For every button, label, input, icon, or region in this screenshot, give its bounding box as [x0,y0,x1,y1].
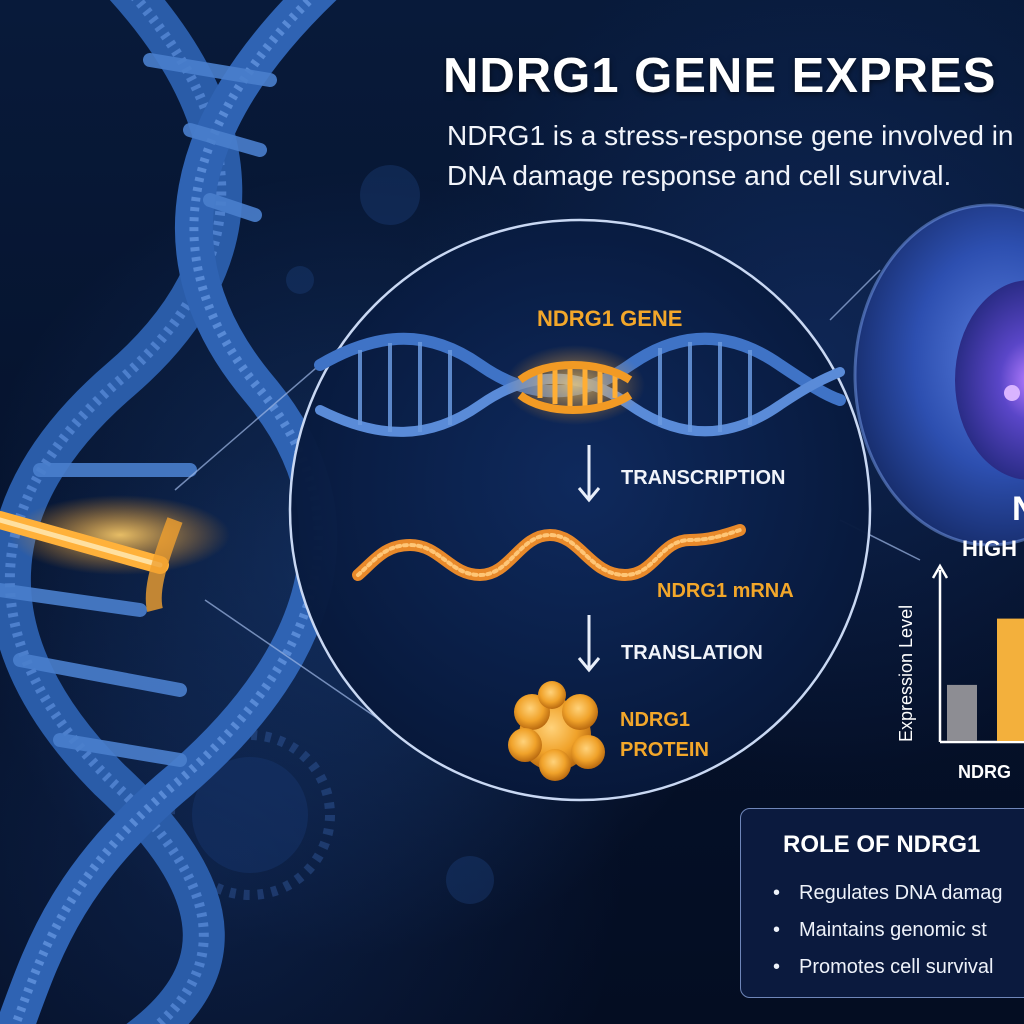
arrow-down-icon [577,445,601,503]
page-subtitle: NDRG1 is a stress-response gene involved… [447,116,1024,196]
role-list: • Regulates DNA damag • Maintains genomic … [773,875,1024,986]
protein-label-line1: NDRG1 [620,709,691,731]
subtitle-line: NDRG1 is a stress-response gene involved… [447,120,1014,151]
chart-axes [931,563,1024,744]
large-dna-helix [0,0,338,1024]
cell-title: N [1012,490,1024,529]
translation-label: TRANSLATION [621,642,763,664]
list-item-text: Maintains genomic st [799,919,987,941]
role-title: ROLE OF NDRG1 [783,831,981,858]
chart-y-axis-label: Expression Level [896,604,916,742]
list-item: • Regulates DNA damag [773,875,1024,912]
gene-dna-strand [314,332,846,437]
bullet-icon: • [773,882,781,904]
cell-subtitle: HIGH [962,536,1017,561]
transcription-label: TRANSCRIPTION [621,467,786,489]
protein-molecule [508,681,605,781]
list-item: • Promotes cell survival [773,949,1024,986]
protein-label-line2: PROTEIN [620,739,709,761]
magnifier-lens [288,218,872,802]
page-title: NDRG1 GENE EXPRES [443,49,997,103]
subtitle-line: DNA damage response and cell survival. [447,160,952,191]
bullet-icon: • [773,956,781,978]
cell-illustration [853,203,1024,547]
chart-bar [997,618,1024,741]
list-item-text: Regulates DNA damag [799,882,1003,904]
bar-series [947,618,1024,741]
arrow-down-icon [577,615,601,673]
list-item-text: Promotes cell survival [799,956,994,978]
virus-decoration [165,165,494,904]
mrna-strand [352,524,746,582]
mrna-label: NDRG1 mRNA [657,580,794,602]
list-item: • Maintains genomic st [773,912,1024,949]
gene-label: NDRG1 GENE [537,306,683,331]
chart-bar [947,684,977,741]
bullet-icon: • [773,919,781,941]
role-panel: ROLE OF NDRG1 • Regulates DNA damag • Main… [740,808,1024,998]
chart-x-axis-label: NDRG [958,762,1011,782]
